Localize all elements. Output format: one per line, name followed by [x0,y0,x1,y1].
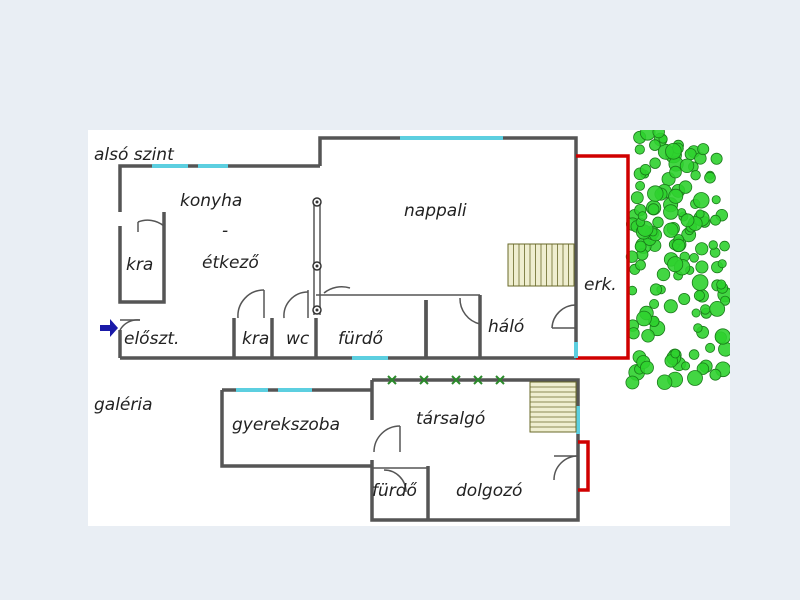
ceiling-light-icon [387,375,505,385]
column-icon [312,197,322,315]
room-label-dash: - [222,221,228,241]
room-label-eloszoba: előszt. [124,329,179,349]
room-label-kra-left: kra [126,255,153,275]
room-label-konyha: konyha [180,191,242,211]
room-label-gyerekszoba: gyerekszoba [232,415,340,435]
room-label-furdo-upper: fürdő [372,481,418,501]
room-label-nappali: nappali [404,201,467,221]
tree-icon [625,130,730,390]
room-label-furdo-lower: fürdő [338,329,384,349]
stairs-icon [529,381,577,433]
room-label-kra-mid: kra [242,329,269,349]
stairs-icon [507,243,575,287]
room-label-halo: háló [488,317,524,337]
gallery-windows [236,388,580,434]
level-gallery-label: galéria [94,395,153,415]
level-lower-label: alsó szint [94,145,175,165]
room-label-erkely: erk. [584,275,617,295]
room-label-dolgozo: dolgozó [456,481,522,501]
room-label-wc: wc [286,329,310,349]
floor-plan: alsó szint galéria konyha - étkező kra e… [88,130,730,526]
room-label-tarsalgo: társalgó [416,409,485,429]
floor-plan-drawing: alsó szint galéria konyha - étkező kra e… [94,130,730,522]
lower-level-walls [118,136,630,360]
lower-level-windows [152,136,578,360]
entrance-arrow-icon [100,319,118,337]
room-label-etkezo: étkező [202,253,259,273]
